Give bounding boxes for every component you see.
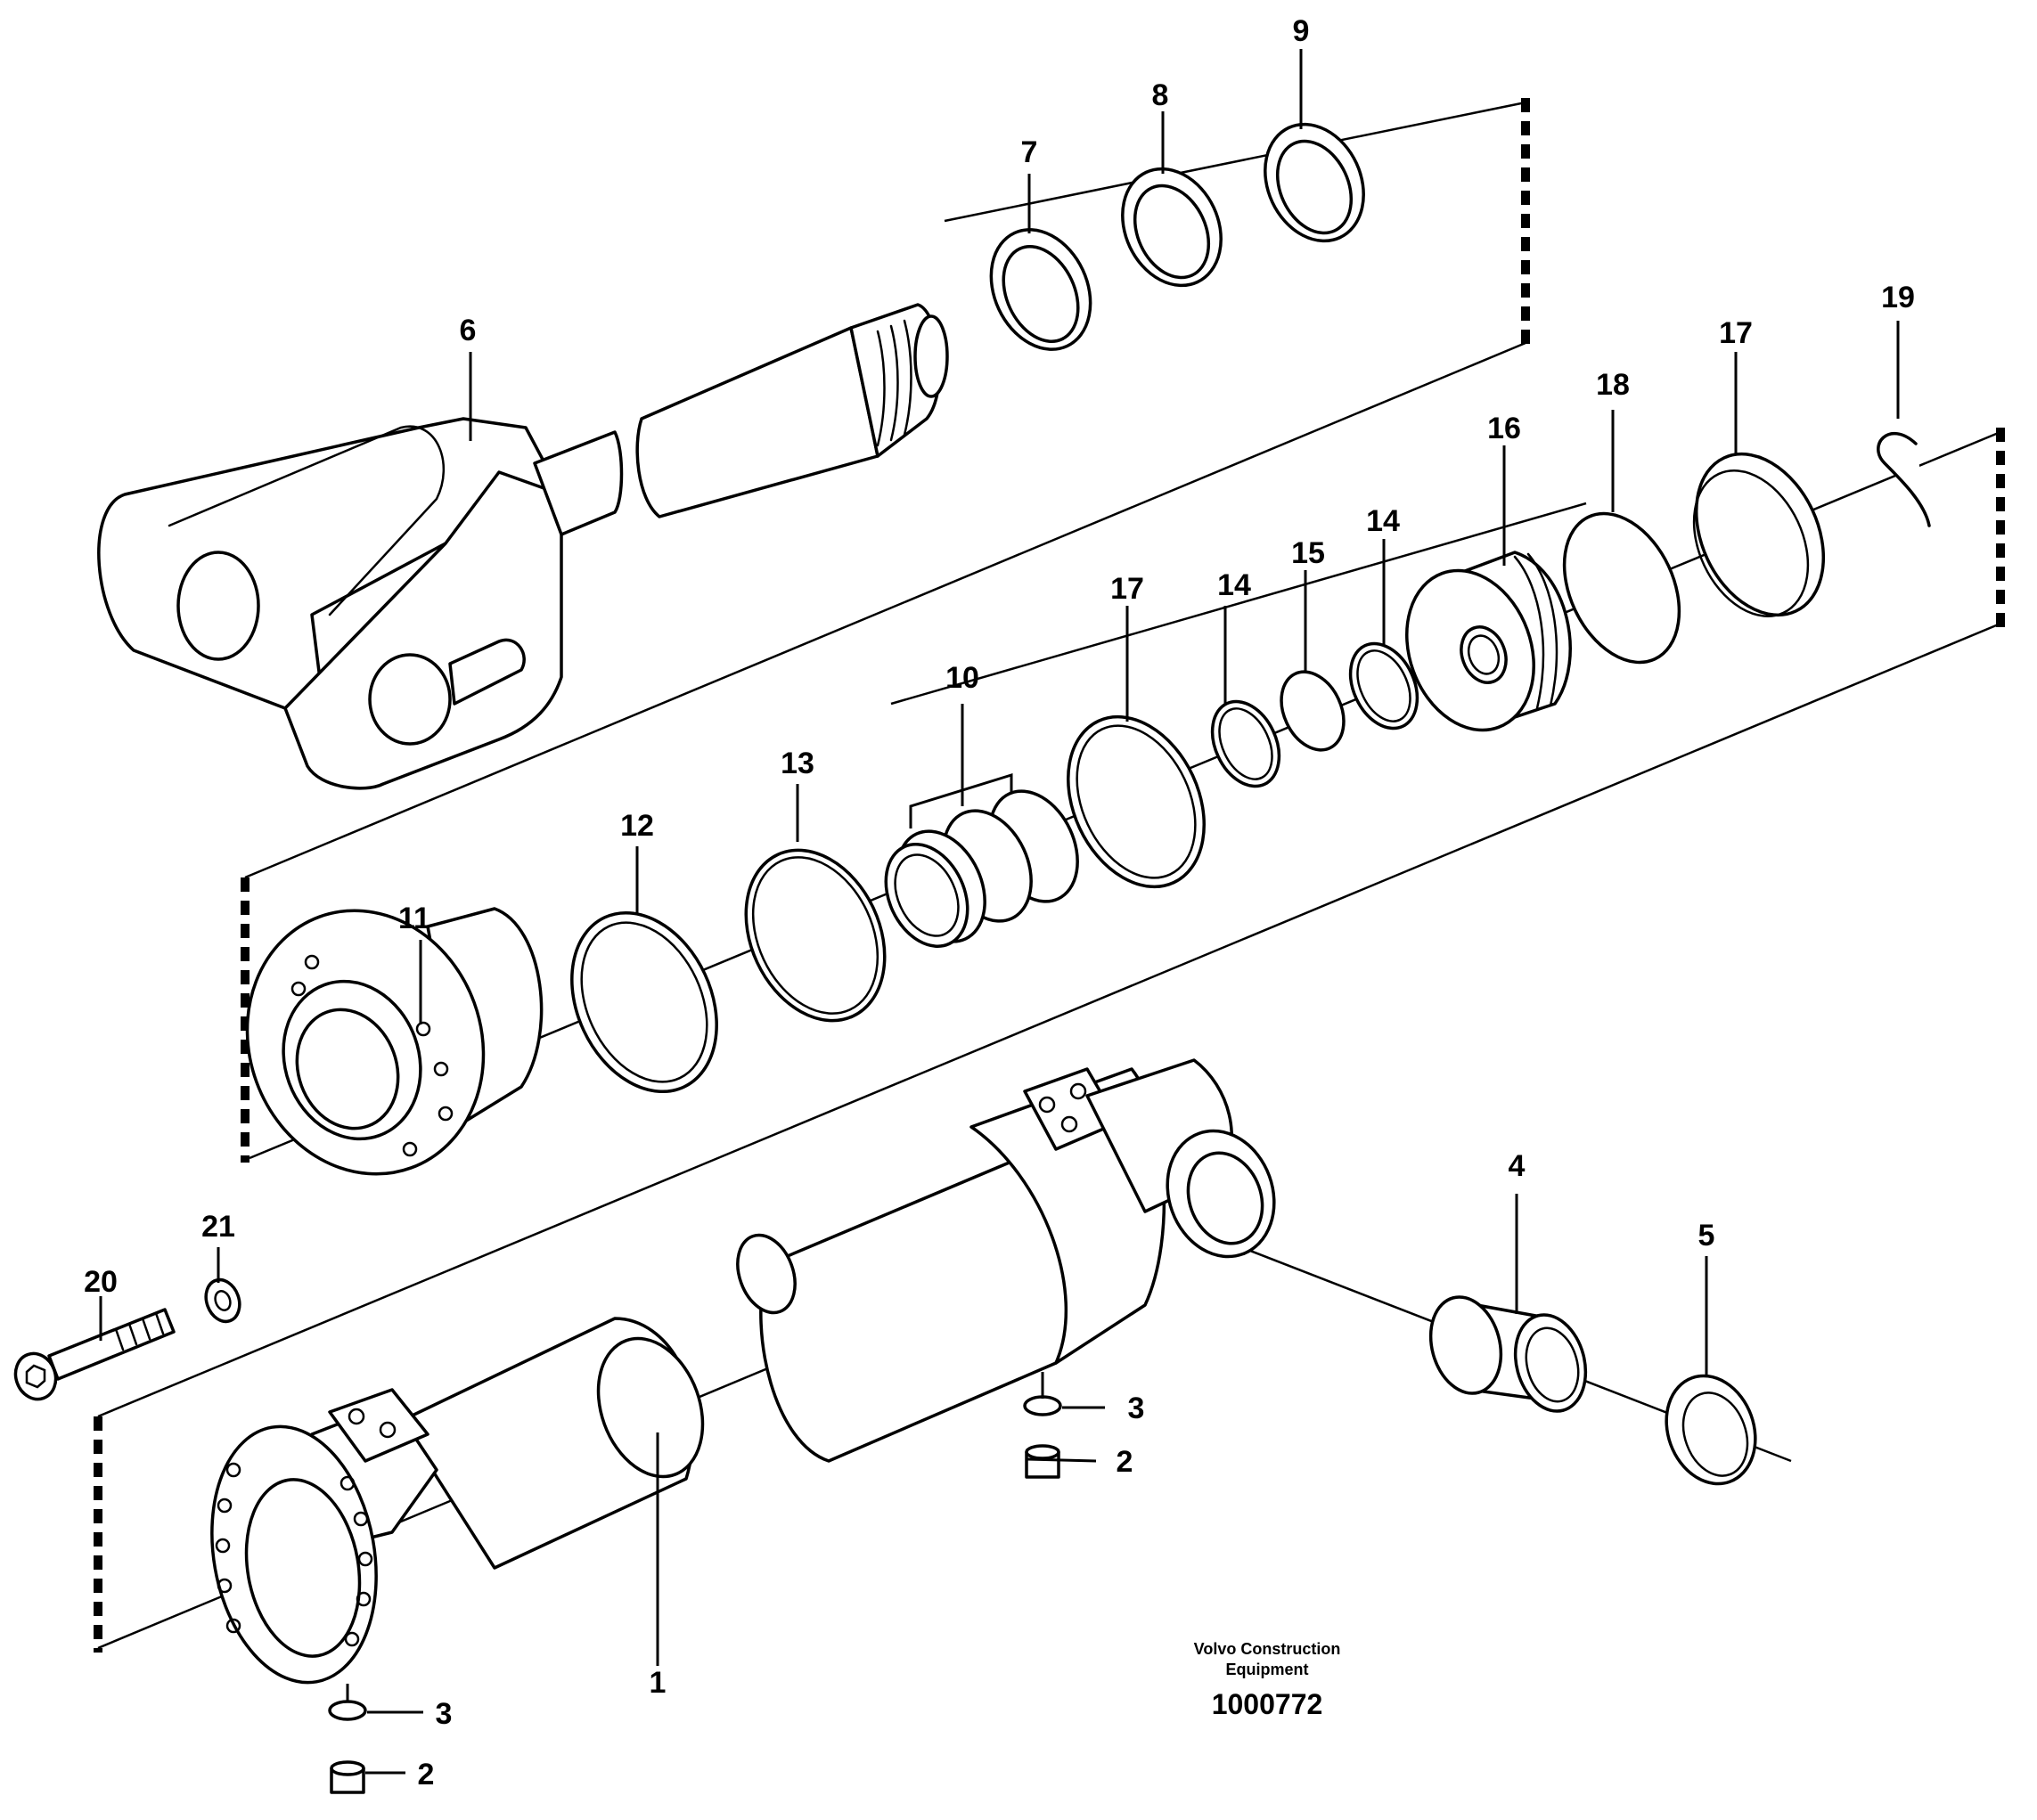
label-18: 18 [1596,368,1630,402]
backup-ring-14-left [1210,699,1281,788]
drawing-number: 1000772 [1212,1688,1323,1720]
guide-ring-set [884,772,1079,948]
label-17-left: 17 [1110,572,1144,606]
backup-ring-13 [744,848,887,1023]
label-14-right: 14 [1366,504,1400,538]
label-12: 12 [620,809,654,843]
label-7: 7 [1021,135,1038,169]
brand-line-1: Volvo Construction [1194,1640,1341,1658]
label-2-upper: 2 [1117,1445,1133,1479]
rod-bushing-8 [1121,167,1223,288]
leader-lines [99,49,1900,1775]
label-2-lower: 2 [418,1758,435,1791]
seal-ring-5 [1665,1374,1757,1486]
washer-3-upper [1023,1395,1062,1416]
label-13: 13 [781,747,814,780]
o-ring-15 [1280,670,1346,752]
plug-2-upper [1025,1444,1060,1479]
label-3-upper: 3 [1128,1392,1145,1425]
label-9: 9 [1293,14,1310,48]
label-19: 19 [1881,281,1915,314]
label-3-lower: 3 [436,1697,453,1731]
piston-seal-17-right [1692,452,1826,617]
label-15: 15 [1291,536,1325,570]
label-17-right: 17 [1719,316,1753,350]
label-6: 6 [460,314,477,347]
piston [1405,551,1572,732]
brand-line-2: Equipment [1226,1661,1309,1678]
drawing-footer: Volvo Construction Equipment 1000772 [1194,1640,1341,1720]
bushing [1428,1295,1588,1413]
label-20: 20 [84,1265,118,1299]
piston-rod-clevis [97,303,949,790]
label-10: 10 [945,661,979,695]
cylinder-barrel [210,1058,1276,1685]
o-ring-12 [570,910,718,1094]
label-4: 4 [1509,1149,1526,1183]
label-5: 5 [1698,1219,1715,1253]
backup-ring-14-right [1348,641,1419,730]
label-14-left: 14 [1217,568,1251,602]
label-16: 16 [1487,412,1521,445]
plug-2-lower [330,1760,365,1794]
piston-seal-17-left [1067,714,1206,889]
bolt-20 [13,1308,176,1401]
washer-3-lower [328,1700,367,1721]
rod-seal-7 [989,228,1092,351]
label-8: 8 [1152,78,1169,112]
washer-21 [204,1277,241,1324]
o-ring-18 [1562,511,1681,665]
label-1: 1 [650,1666,667,1700]
label-11: 11 [398,902,430,935]
part-number-labels: 1 2 2 3 3 4 5 6 7 8 9 10 11 12 13 14 14 … [84,14,1915,1791]
wiper-ring-9 [1264,122,1365,243]
label-21: 21 [201,1210,235,1244]
cylinder-head [245,907,544,1176]
lock-pin [1877,431,1931,527]
